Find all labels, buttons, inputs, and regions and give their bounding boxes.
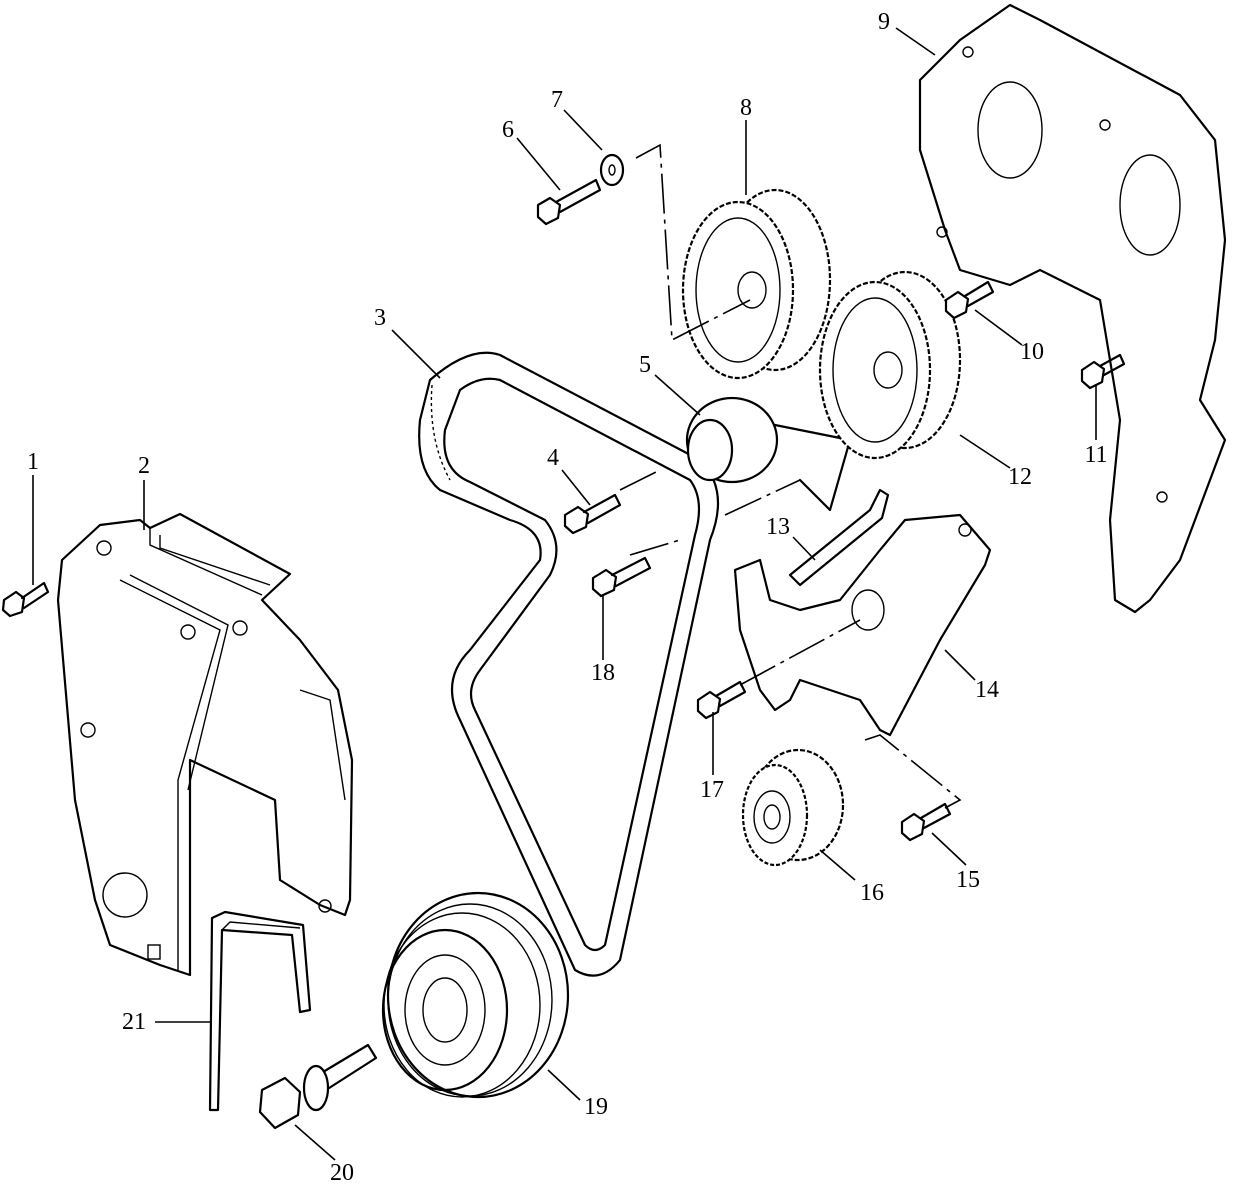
callout-6: 6 <box>502 117 514 143</box>
callout-15: 15 <box>956 867 980 893</box>
callout-16: 16 <box>860 880 884 906</box>
callout-7: 7 <box>551 87 563 113</box>
callout-2: 2 <box>138 453 150 479</box>
bolt-15 <box>900 802 952 842</box>
camshaft-sprocket-12 <box>818 270 962 460</box>
callout-9: 9 <box>878 9 890 35</box>
callout-4: 4 <box>547 445 559 471</box>
pulley-bolt <box>258 1043 378 1130</box>
upper-timing-cover <box>918 3 1227 614</box>
callout-17: 17 <box>700 777 724 803</box>
callout-5: 5 <box>639 352 651 378</box>
centerlines <box>619 143 962 809</box>
crankshaft-sprocket <box>741 748 845 867</box>
bolt-6 <box>536 178 602 226</box>
crankshaft-pulley <box>381 891 570 1099</box>
callout-10: 10 <box>1020 339 1044 365</box>
bolt-10 <box>944 280 995 320</box>
callout-19: 19 <box>584 1094 608 1120</box>
timing-belt <box>418 351 720 977</box>
camshaft-sprocket-8 <box>681 188 832 380</box>
callout-20: 20 <box>330 1160 354 1186</box>
callout-14: 14 <box>975 677 999 703</box>
callout-8: 8 <box>740 95 752 121</box>
bolt-17 <box>696 680 747 720</box>
washer-7 <box>599 153 625 187</box>
callout-1: 1 <box>27 449 39 475</box>
bolt-11 <box>1080 353 1126 390</box>
tensioner-pulley <box>685 396 852 512</box>
locking-tool <box>208 910 312 1112</box>
callout-18: 18 <box>591 660 615 686</box>
callout-12: 12 <box>1008 464 1032 490</box>
callout-21: 21 <box>122 1009 146 1035</box>
callout-11: 11 <box>1084 442 1108 468</box>
leader-lines <box>32 27 1097 1161</box>
callout-3: 3 <box>374 305 386 331</box>
bracket-13 <box>788 488 890 587</box>
inner-cover-plate <box>733 513 992 737</box>
bolt-18 <box>591 556 652 598</box>
callout-13: 13 <box>766 514 790 540</box>
bolt-1 <box>1 581 50 618</box>
bolt-4 <box>563 493 622 535</box>
lower-timing-cover <box>56 512 354 977</box>
